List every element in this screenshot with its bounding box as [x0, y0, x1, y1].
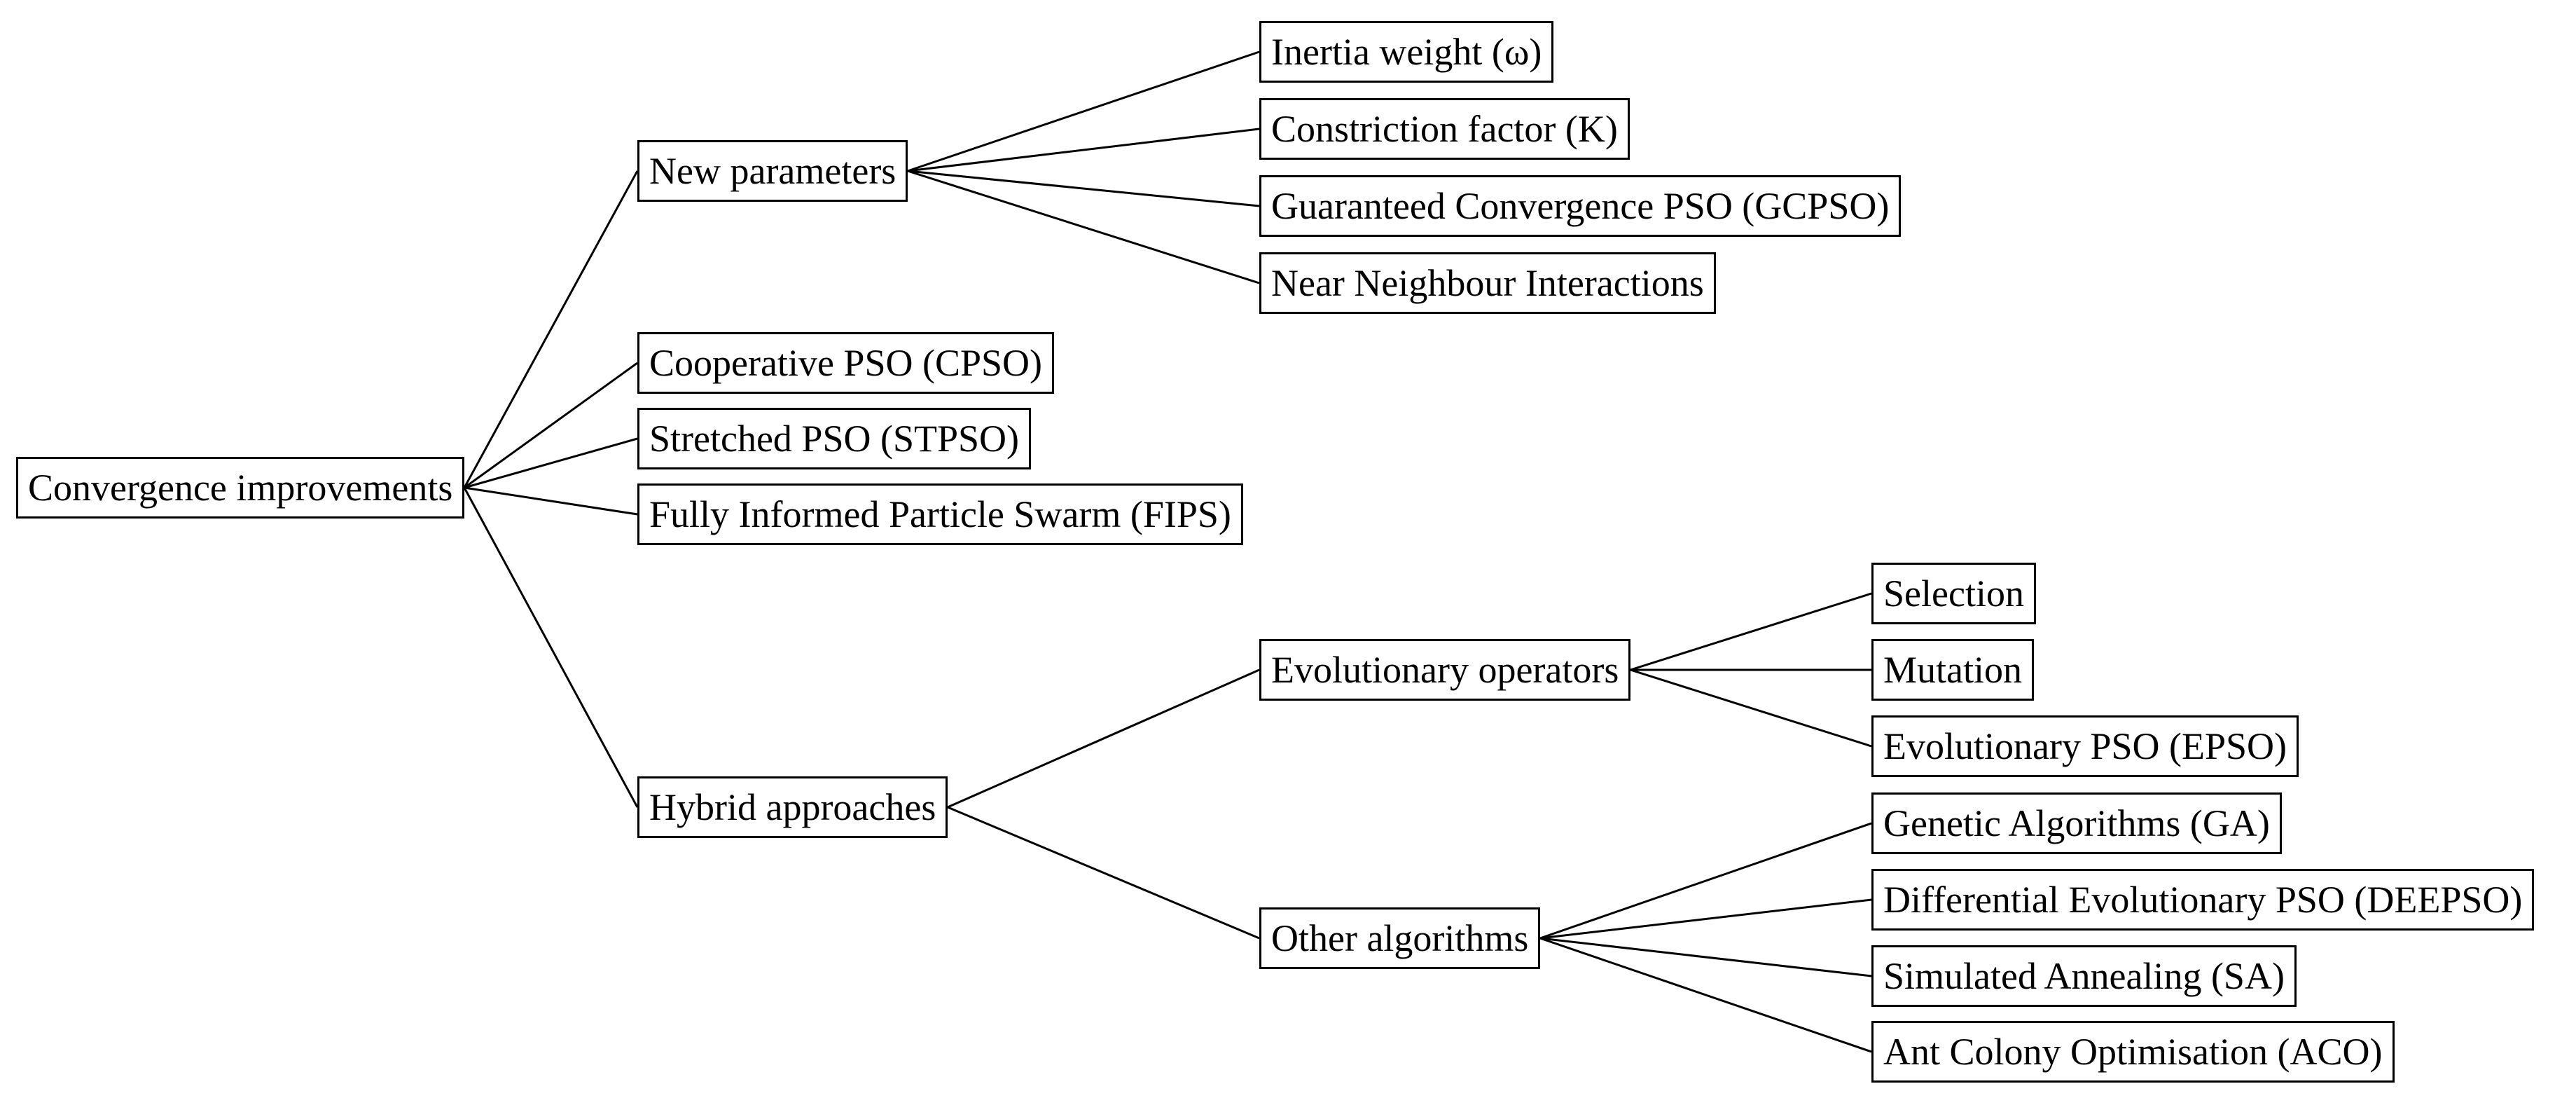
node-convergence-improvements: Convergence improvements [16, 457, 465, 519]
node-differential-evolutionary-pso: Differential Evolutionary PSO (DEEPSO) [1871, 869, 2535, 931]
node-guaranteed-convergence-pso: Guaranteed Convergence PSO (GCPSO) [1259, 175, 1902, 237]
node-near-neighbour-interactions: Near Neighbour Interactions [1259, 252, 1716, 314]
node-simulated-annealing: Simulated Annealing (SA) [1871, 945, 2297, 1007]
node-fully-informed-particle-swarm: Fully Informed Particle Swarm (FIPS) [637, 483, 1243, 545]
node-new-parameters: New parameters [637, 140, 908, 202]
node-ant-colony-optimisation: Ant Colony Optimisation (ACO) [1871, 1021, 2395, 1083]
node-stretched-pso: Stretched PSO (STPSO) [637, 408, 1032, 469]
node-inertia-weight: Inertia weight (ω) [1259, 21, 1554, 83]
node-hybrid-approaches: Hybrid approaches [637, 776, 948, 838]
node-mutation: Mutation [1871, 639, 2034, 701]
node-other-algorithms: Other algorithms [1259, 907, 1541, 969]
node-genetic-algorithms: Genetic Algorithms (GA) [1871, 792, 2282, 854]
node-constriction-factor: Constriction factor (K) [1259, 98, 1630, 160]
node-selection: Selection [1871, 563, 2036, 624]
node-cooperative-pso: Cooperative PSO (CPSO) [637, 332, 1055, 394]
node-evolutionary-pso: Evolutionary PSO (EPSO) [1871, 715, 2299, 777]
node-evolutionary-operators: Evolutionary operators [1259, 639, 1631, 701]
